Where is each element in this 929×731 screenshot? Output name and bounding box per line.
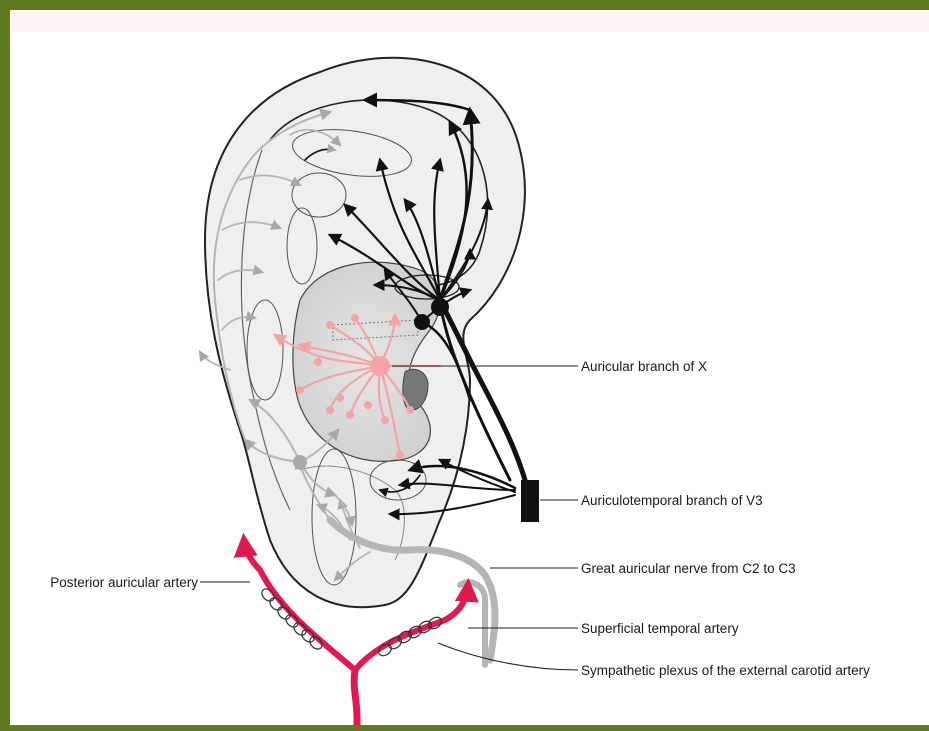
label-great-auricular: Great auricular nerve from C2 to C3	[581, 561, 796, 576]
leader-sympathetic	[438, 643, 578, 670]
great-auricular-node	[293, 455, 307, 469]
label-auricular-branch-x: Auricular branch of X	[581, 359, 707, 374]
v3-node-lower	[414, 314, 430, 330]
label-posterior-auricular-artery: Posterior auricular artery	[50, 575, 198, 590]
label-superficial-temporal-artery: Superficial temporal artery	[581, 621, 739, 636]
v3-trunk	[521, 480, 539, 522]
label-sympathetic-plexus: Sympathetic plexus of the external carot…	[581, 663, 870, 678]
ear-innervation-diagram: Auricular branch of X Auriculotemporal b…	[10, 10, 929, 725]
figure-panel: Auricular branch of X Auriculotemporal b…	[10, 10, 929, 725]
vagus-main-node	[370, 356, 390, 376]
v3-node-upper	[431, 298, 449, 316]
label-auriculotemporal-v3: Auriculotemporal branch of V3	[581, 493, 763, 508]
external-carotid-artery	[354, 670, 357, 725]
